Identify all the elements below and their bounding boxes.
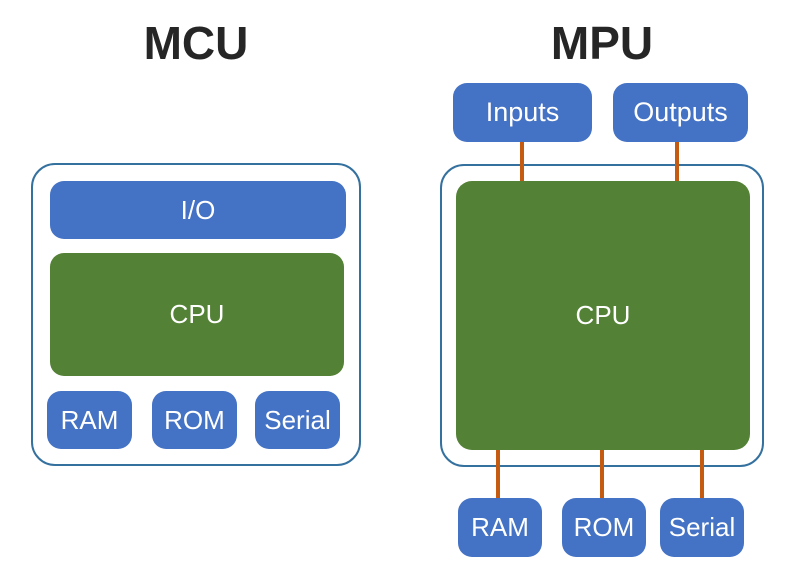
mpu-rom-block: ROM — [562, 498, 646, 557]
connector-cpu-to-ram — [496, 449, 500, 499]
mcu-rom-block: ROM — [152, 391, 237, 449]
connector-cpu-to-rom — [600, 449, 604, 499]
mpu-outputs-block: Outputs — [613, 83, 748, 142]
mpu-cpu-block: CPU — [456, 181, 750, 450]
mcu-io-block: I/O — [50, 181, 346, 239]
mpu-serial-block: Serial — [660, 498, 744, 557]
mcu-ram-block: RAM — [47, 391, 132, 449]
mpu-title: MPU — [550, 17, 654, 69]
connector-inputs-to-cpu — [520, 142, 524, 182]
mcu-cpu-block: CPU — [50, 253, 344, 376]
mpu-ram-block: RAM — [458, 498, 542, 557]
mcu-serial-block: Serial — [255, 391, 340, 449]
mcu-title: MCU — [143, 17, 249, 69]
connector-outputs-to-cpu — [675, 142, 679, 182]
mpu-inputs-block: Inputs — [453, 83, 592, 142]
connector-cpu-to-serial — [700, 449, 704, 499]
